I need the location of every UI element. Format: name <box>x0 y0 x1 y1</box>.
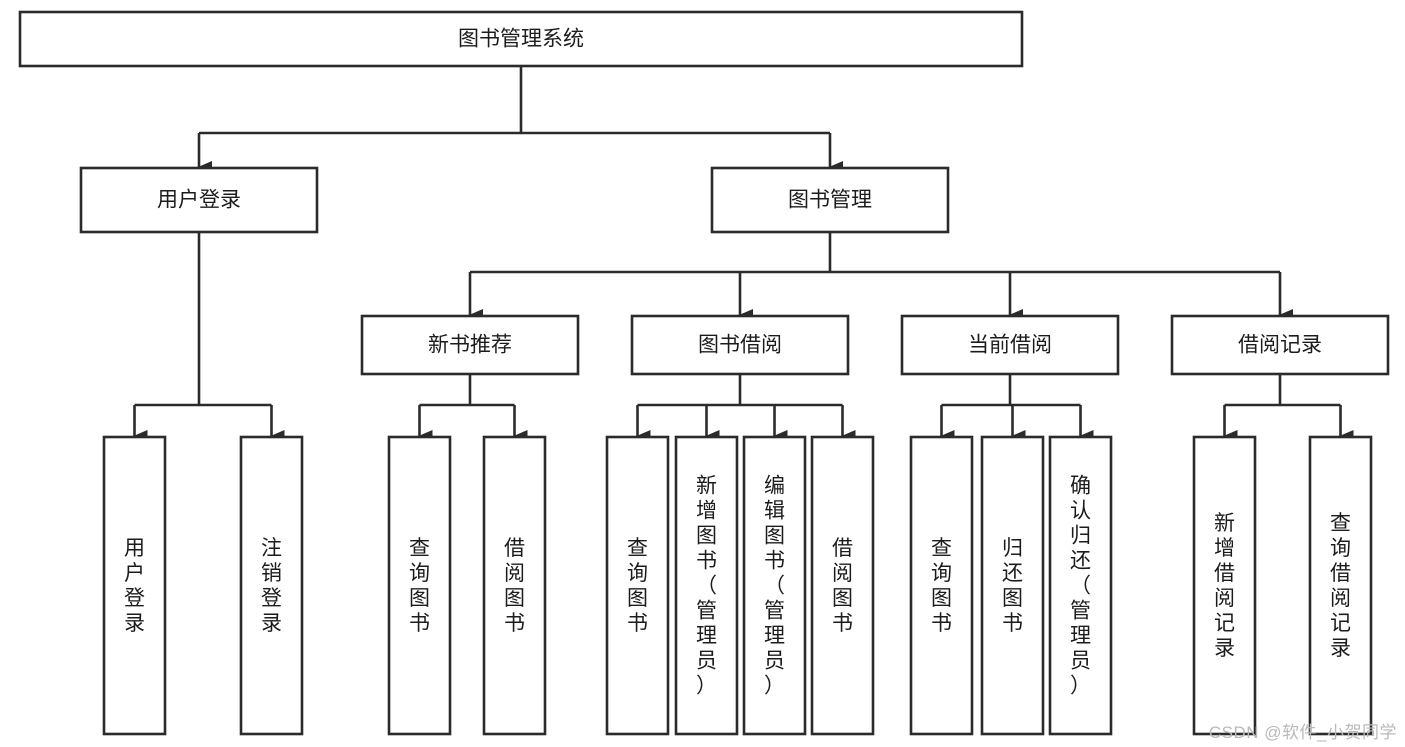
node-leaf-cb-confirm-return-label: 确认归还（管理员） <box>1070 475 1091 698</box>
node-leaf-bb-edit-book[interactable]: 编辑图书（管理员） <box>742 435 807 736</box>
node-leaf-bb-edit-book-label: 编辑图书（管理员） <box>764 475 785 698</box>
node-root[interactable]: 图书管理系统 <box>18 10 1024 68</box>
node-current-borrow-label: 当前借阅 <box>968 334 1052 357</box>
node-user-login[interactable]: 用户登录 <box>79 166 319 234</box>
node-leaf-cb-return-book-box <box>980 435 1045 736</box>
node-leaf-bb-add-book-label: 新增图书（管理员） <box>696 475 717 698</box>
node-leaf-cb-query-book[interactable]: 查询图书 <box>909 435 974 736</box>
node-leaf-br-query-record-box <box>1308 435 1373 736</box>
node-new-book-rec-label: 新书推荐 <box>428 334 512 357</box>
node-book-borrow-label: 图书借阅 <box>698 334 782 357</box>
node-new-book-rec-box <box>360 314 580 376</box>
node-leaf-br-query-record[interactable]: 查询借阅记录 <box>1308 435 1373 736</box>
node-leaf-logout-box <box>239 435 304 736</box>
node-leaf-rec-query-book-box <box>387 435 452 736</box>
node-user-login-box <box>79 166 319 234</box>
node-current-borrow[interactable]: 当前借阅 <box>900 314 1120 376</box>
node-leaf-br-query-record-label: 查询借阅记录 <box>1330 512 1351 660</box>
node-leaf-bb-query-book[interactable]: 查询图书 <box>605 435 670 736</box>
node-leaf-cb-confirm-return[interactable]: 确认归还（管理员） <box>1048 435 1113 736</box>
node-leaf-cb-return-book[interactable]: 归还图书 <box>980 435 1045 736</box>
node-leaf-bb-add-book[interactable]: 新增图书（管理员） <box>674 435 739 736</box>
node-layer: 图书管理系统用户登录图书管理新书推荐图书借阅当前借阅借阅记录用户登录注销登录查询… <box>18 10 1390 736</box>
node-leaf-bb-add-book-box <box>674 435 739 736</box>
node-leaf-cb-query-book-label: 查询图书 <box>931 537 952 635</box>
node-leaf-bb-edit-book-box <box>742 435 807 736</box>
connector-layer <box>133 66 1354 442</box>
node-leaf-rec-borrow-book-label: 借阅图书 <box>504 537 525 635</box>
node-book-manage-box <box>710 166 950 234</box>
node-leaf-br-add-record[interactable]: 新增借阅记录 <box>1192 435 1257 736</box>
node-leaf-br-add-record-box <box>1192 435 1257 736</box>
node-borrow-record-label: 借阅记录 <box>1238 334 1322 357</box>
node-leaf-bb-borrow-book-label: 借阅图书 <box>832 537 853 635</box>
node-user-login-label: 用户登录 <box>157 189 241 212</box>
node-leaf-cb-return-book-label: 归还图书 <box>1002 537 1023 635</box>
node-leaf-br-add-record-label: 新增借阅记录 <box>1214 512 1235 660</box>
node-leaf-logout-label: 注销登录 <box>261 537 282 635</box>
node-book-borrow-box <box>630 314 850 376</box>
node-borrow-record-box <box>1170 314 1390 376</box>
node-book-manage-label: 图书管理 <box>788 189 872 212</box>
node-current-borrow-box <box>900 314 1120 376</box>
node-leaf-rec-query-book[interactable]: 查询图书 <box>387 435 452 736</box>
node-leaf-user-login-box <box>102 435 167 736</box>
node-leaf-user-login[interactable]: 用户登录 <box>102 435 167 736</box>
node-leaf-bb-query-book-box <box>605 435 670 736</box>
node-root-box <box>18 10 1024 68</box>
node-borrow-record[interactable]: 借阅记录 <box>1170 314 1390 376</box>
node-leaf-bb-borrow-book-box <box>810 435 875 736</box>
node-leaf-bb-borrow-book[interactable]: 借阅图书 <box>810 435 875 736</box>
node-leaf-cb-confirm-return-box <box>1048 435 1113 736</box>
node-leaf-user-login-label: 用户登录 <box>124 537 145 635</box>
node-leaf-bb-query-book-label: 查询图书 <box>627 537 648 635</box>
node-book-manage[interactable]: 图书管理 <box>710 166 950 234</box>
node-root-label: 图书管理系统 <box>458 28 584 51</box>
csdn-watermark: CSDN @软件_小贺同学 <box>1208 723 1397 742</box>
node-new-book-rec[interactable]: 新书推荐 <box>360 314 580 376</box>
node-leaf-cb-query-book-box <box>909 435 974 736</box>
node-leaf-rec-query-book-label: 查询图书 <box>409 537 430 635</box>
node-leaf-rec-borrow-book-box <box>482 435 547 736</box>
node-leaf-rec-borrow-book[interactable]: 借阅图书 <box>482 435 547 736</box>
node-book-borrow[interactable]: 图书借阅 <box>630 314 850 376</box>
node-leaf-logout[interactable]: 注销登录 <box>239 435 304 736</box>
